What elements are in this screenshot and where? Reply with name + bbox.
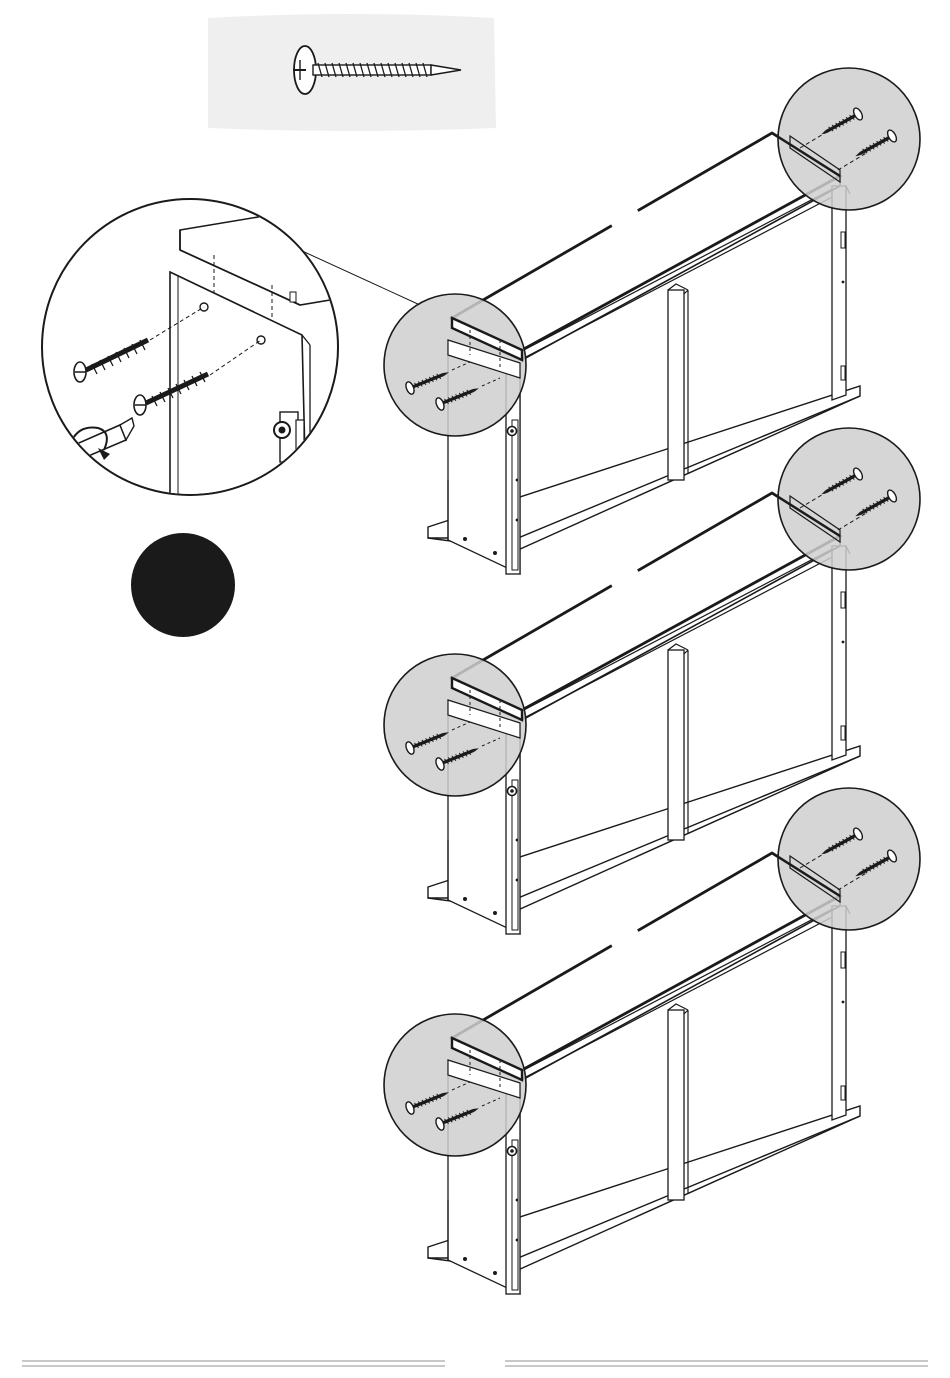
footer-rule — [22, 1361, 928, 1366]
hardware-callout — [208, 14, 496, 131]
step-number-badge — [131, 533, 235, 637]
detail-magnifier — [40, 199, 420, 500]
